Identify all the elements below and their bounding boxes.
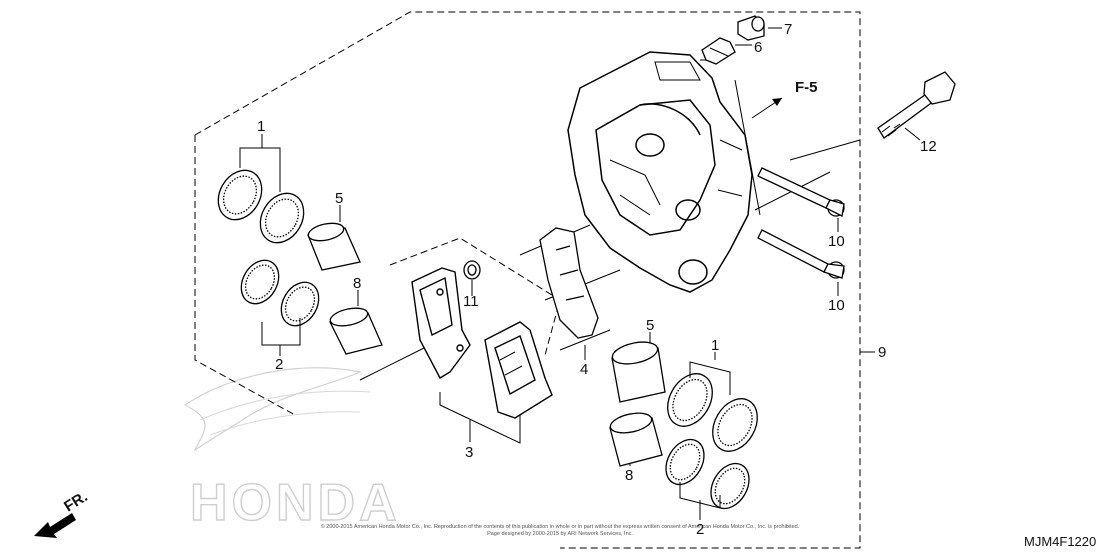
seal-ring-1b[interactable] [252, 185, 313, 250]
callout-6[interactable]: 6 [754, 39, 762, 56]
piston-5a[interactable] [307, 220, 361, 271]
bleeder-cap[interactable] [737, 15, 765, 41]
seal-ring-2c[interactable] [658, 433, 711, 492]
diagram-code: MJM4F1220 [1024, 534, 1096, 549]
front-direction-indicator: FR. [34, 488, 91, 538]
callout-10[interactable]: 10 [828, 233, 845, 250]
pad-pin-lower[interactable] [757, 229, 845, 279]
seal-ring-2d[interactable] [703, 457, 756, 516]
copyright-line-1: © 2000-2015 American Honda Motor Co., In… [321, 523, 800, 530]
piston-5b[interactable] [610, 338, 666, 403]
pad-spring[interactable] [539, 227, 599, 339]
brake-pad-inner[interactable] [484, 321, 553, 419]
callout-8[interactable]: 8 [353, 275, 361, 292]
seal-ring-1a[interactable] [210, 162, 271, 227]
callout-9[interactable]: 9 [878, 344, 886, 361]
bleeder-screw[interactable] [701, 37, 736, 65]
washer[interactable] [463, 260, 481, 280]
seal-ring-1c[interactable] [659, 366, 722, 434]
assembly-outline [194, 11, 861, 549]
piston-8a[interactable] [329, 305, 383, 355]
callout-8[interactable]: 8 [625, 467, 633, 484]
f5-reference[interactable]: F-5 [751, 79, 818, 119]
callout-7[interactable]: 7 [784, 21, 792, 38]
callout-5[interactable]: 5 [335, 190, 343, 207]
pad-pin-upper[interactable] [757, 167, 845, 217]
callout-4[interactable]: 4 [580, 361, 588, 378]
mounting-bolt[interactable] [877, 71, 956, 139]
piston-8b[interactable] [609, 410, 663, 467]
caliper-body[interactable] [567, 51, 753, 293]
brake-pad-outer[interactable] [411, 267, 471, 379]
seal-ring-1d[interactable] [704, 391, 767, 459]
pad-set-outline [389, 237, 561, 356]
seal-ring-2a[interactable] [234, 254, 286, 311]
copyright-line-2: Page designed by 2000-2015 by ARI Networ… [487, 531, 633, 537]
callout-11[interactable]: 11 [463, 293, 479, 310]
seal-ring-2b[interactable] [274, 276, 326, 333]
callout-5[interactable]: 5 [646, 317, 654, 334]
callout-3[interactable]: 3 [465, 444, 473, 461]
callout-1[interactable]: 1 [711, 337, 719, 354]
callout-2[interactable]: 2 [275, 356, 283, 373]
front-direction-label: FR. [61, 488, 91, 515]
callout-12[interactable]: 12 [920, 138, 937, 155]
f5-reference-label: F-5 [795, 79, 818, 96]
callout-2[interactable]: 2 [696, 521, 704, 538]
callout-10[interactable]: 10 [828, 297, 845, 314]
honda-watermark-text: HONDA [190, 474, 401, 532]
honda-wing-watermark [183, 367, 371, 452]
callout-1[interactable]: 1 [257, 118, 265, 135]
